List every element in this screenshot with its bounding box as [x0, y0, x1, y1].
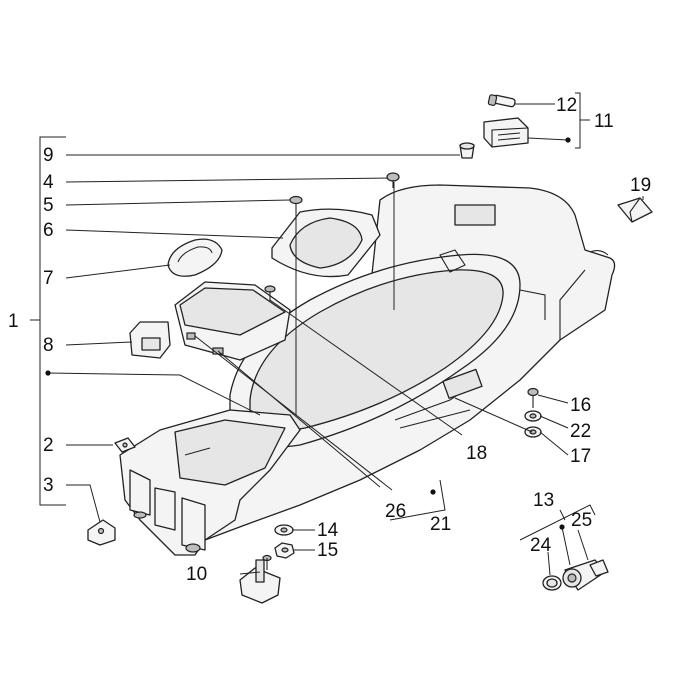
- leader-lines: [30, 92, 644, 576]
- part-labels: 1 2 3 4 5 6 7 8 9 10 11 12 13 14 15 16 1…: [8, 95, 651, 585]
- label-13: 13: [533, 490, 554, 511]
- part-25-lock: [562, 559, 609, 591]
- part-12-pin: [487, 94, 516, 108]
- label-19: 19: [630, 175, 651, 196]
- label-3: 3: [43, 475, 54, 496]
- label-17: 17: [570, 446, 591, 467]
- part-16-screw: [527, 387, 539, 408]
- label-15: 15: [317, 540, 338, 561]
- label-9: 9: [43, 145, 54, 166]
- label-2: 2: [43, 435, 54, 456]
- label-5: 5: [43, 195, 54, 216]
- label-14: 14: [317, 520, 339, 541]
- label-1: 1: [8, 311, 19, 332]
- label-4: 4: [43, 172, 54, 193]
- label-24: 24: [530, 535, 552, 556]
- label-12: 12: [556, 95, 577, 116]
- part-5-screw: [289, 195, 303, 213]
- label-21: 21: [430, 514, 451, 535]
- label-18: 18: [466, 443, 487, 464]
- part-17-washer: [524, 426, 542, 438]
- part-19-cap: [617, 197, 653, 223]
- part-8-clip: [129, 321, 171, 359]
- part-10-bracket: [239, 554, 281, 604]
- label-7: 7: [43, 268, 54, 289]
- helmet-compartment-body: [119, 184, 616, 556]
- part-22-washer: [524, 410, 542, 422]
- part-14-washer: [274, 524, 294, 536]
- part-26-battery-cover: [174, 281, 291, 361]
- label-11: 11: [594, 111, 614, 132]
- part-4-screw: [386, 172, 400, 188]
- part-2-nut: [114, 437, 136, 453]
- part-15-nut: [274, 542, 295, 559]
- label-16: 16: [570, 395, 591, 416]
- part-9-plug: [459, 142, 475, 159]
- label-6: 6: [43, 220, 54, 241]
- label-26: 26: [385, 501, 406, 522]
- label-10: 10: [186, 564, 207, 585]
- part-11-block: [483, 117, 529, 148]
- label-25: 25: [571, 510, 592, 531]
- part-3-clip: [87, 519, 116, 546]
- part-24-ring: [542, 575, 562, 591]
- part-6-tray: [271, 208, 381, 278]
- part-7-cover: [167, 238, 223, 277]
- leader-dots: [45, 137, 571, 530]
- label-8: 8: [43, 335, 54, 356]
- label-22: 22: [570, 421, 591, 442]
